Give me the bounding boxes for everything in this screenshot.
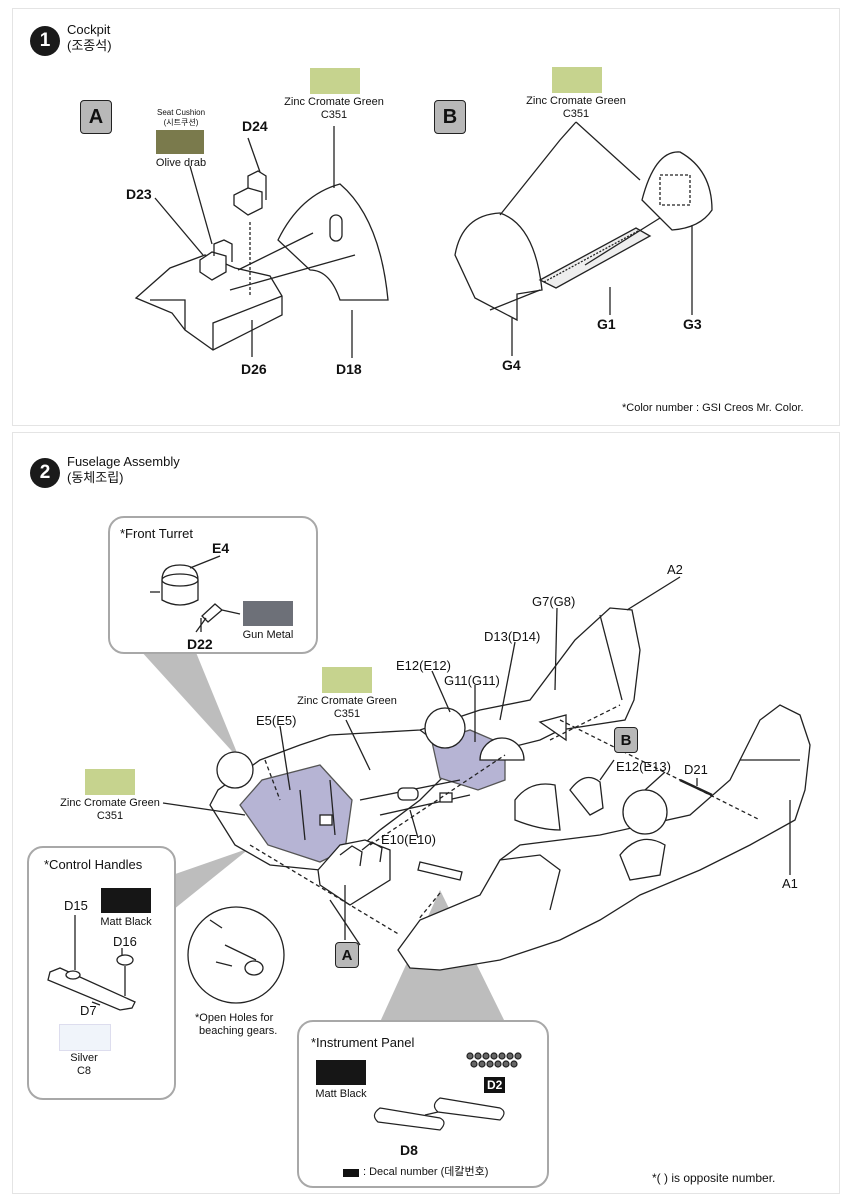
decal-number-key-swatch bbox=[343, 1169, 359, 1177]
zinc-label-b-name: Zinc Cromate Green bbox=[526, 95, 626, 107]
part-g4: G4 bbox=[502, 357, 521, 373]
zinc-label-2a: Zinc Cromate Green C351 bbox=[297, 695, 397, 721]
seat-cushion-label: Seat Cushion (시트쿠션) bbox=[157, 108, 205, 128]
subassembly-tag-b: B bbox=[434, 100, 466, 134]
step1-number: 1 bbox=[30, 26, 60, 56]
part-a1: A1 bbox=[782, 876, 798, 891]
seat-cushion-label-kr: (시트쿠션) bbox=[163, 118, 199, 127]
seat-d23 bbox=[199, 251, 227, 281]
silver-label-code: C8 bbox=[76, 1065, 92, 1077]
instrument-decal-preview bbox=[466, 1052, 522, 1068]
part-d26: D26 bbox=[241, 361, 267, 377]
step2-title: Fuselage Assembly (동체조립) bbox=[67, 454, 180, 486]
control-handles-title: *Control Handles bbox=[44, 857, 143, 872]
step1-title-kr: (조종석) bbox=[67, 38, 112, 53]
zinc-swatch-a bbox=[310, 68, 360, 94]
gun-metal-swatch bbox=[243, 601, 293, 626]
zinc-label-b: Zinc Cromate Green C351 bbox=[526, 95, 626, 121]
beaching-gear-detail-circle bbox=[187, 906, 285, 1004]
cockpit-interior-tint bbox=[239, 764, 353, 863]
open-holes-note-line1: *Open Holes for bbox=[195, 1012, 274, 1024]
zinc-swatch-b bbox=[552, 67, 602, 93]
silver-label-name: Silver bbox=[70, 1052, 98, 1064]
subassembly-tag-a: A bbox=[80, 100, 112, 134]
silver-label: Silver C8 bbox=[70, 1052, 98, 1078]
step1-title-en: Cockpit bbox=[67, 22, 111, 37]
decal-number-note: : Decal number (데칼번호) bbox=[363, 1166, 489, 1178]
zinc-swatch-2b bbox=[85, 769, 135, 795]
part-e5: E5(E5) bbox=[256, 713, 297, 728]
control-handles-callout-wedge bbox=[158, 848, 250, 922]
front-turret-inset bbox=[108, 516, 318, 654]
matt-black-swatch-panel bbox=[316, 1060, 366, 1085]
part-d8: D8 bbox=[400, 1142, 418, 1158]
step2-number: 2 bbox=[30, 458, 60, 488]
part-e10: E10(E10) bbox=[381, 832, 436, 847]
open-holes-note-line2: beaching gears. bbox=[199, 1025, 278, 1037]
part-d13: D13(D14) bbox=[484, 629, 541, 644]
part-g7: G7(G8) bbox=[532, 594, 576, 609]
zinc-label-2b-name: Zinc Cromate Green bbox=[60, 797, 160, 809]
part-g1: G1 bbox=[597, 316, 616, 332]
zinc-label-a-name: Zinc Cromate Green bbox=[284, 96, 384, 108]
instrument-panel-title: *Instrument Panel bbox=[311, 1035, 415, 1050]
part-d7: D7 bbox=[80, 1003, 97, 1018]
fuselage-tag-a: A bbox=[335, 942, 359, 968]
part-d18: D18 bbox=[336, 361, 362, 377]
zinc-swatch-2a bbox=[322, 667, 372, 693]
part-d15: D15 bbox=[64, 898, 88, 913]
part-e4: E4 bbox=[212, 540, 230, 556]
part-d21: D21 bbox=[684, 762, 708, 777]
olive-drab-swatch bbox=[156, 130, 204, 154]
olive-drab-label: Olive drab bbox=[155, 157, 207, 169]
part-g3: G3 bbox=[683, 316, 702, 332]
part-d23: D23 bbox=[126, 186, 152, 202]
zinc-label-2b: Zinc Cromate Green C351 bbox=[60, 797, 160, 823]
silver-swatch bbox=[59, 1024, 111, 1051]
matt-black-label-panel: Matt Black bbox=[315, 1088, 367, 1100]
zinc-label-2b-code: C351 bbox=[96, 810, 124, 822]
seat-cushion-label-en: Seat Cushion bbox=[156, 108, 206, 117]
step1-title: Cockpit (조종석) bbox=[67, 22, 112, 54]
part-e12b: E12(E13) bbox=[616, 759, 671, 774]
part-d16: D16 bbox=[113, 934, 137, 949]
front-turret-callout-wedge bbox=[140, 650, 240, 760]
matt-black-label-handles: Matt Black bbox=[100, 916, 152, 928]
gun-metal-label: Gun Metal bbox=[242, 629, 294, 641]
decal-d2: D2 bbox=[484, 1077, 506, 1093]
part-g11: G11(G11) bbox=[444, 673, 500, 688]
zinc-label-a: Zinc Cromate Green C351 bbox=[284, 96, 384, 122]
color-number-note: *Color number : GSI Creos Mr. Color. bbox=[622, 402, 804, 414]
zinc-label-2a-code: C351 bbox=[333, 708, 361, 720]
front-turret-title: *Front Turret bbox=[120, 526, 193, 541]
opposite-number-note: *( ) is opposite number. bbox=[652, 1171, 776, 1185]
instrument-panel-inset bbox=[297, 1020, 549, 1188]
open-holes-note: *Open Holes for beaching gears. bbox=[195, 1012, 277, 1038]
fuselage-tag-b: B bbox=[614, 727, 638, 753]
zinc-label-2a-name: Zinc Cromate Green bbox=[297, 695, 397, 707]
part-e12a: E12(E12) bbox=[396, 658, 451, 673]
part-d22: D22 bbox=[187, 636, 213, 652]
step1-cockpit-diagram bbox=[134, 121, 713, 358]
bulkhead-g3 bbox=[641, 151, 713, 231]
step2-title-kr: (동체조립) bbox=[67, 470, 124, 485]
bulkhead-d18 bbox=[277, 183, 389, 301]
zinc-label-a-code: C351 bbox=[320, 109, 348, 121]
bulkhead-g4 bbox=[454, 212, 543, 322]
fuselage-half-a1 bbox=[397, 704, 811, 971]
part-d24: D24 bbox=[242, 118, 268, 134]
part-a2: A2 bbox=[667, 562, 683, 577]
matt-black-swatch-handles bbox=[101, 888, 151, 913]
step2-title-en: Fuselage Assembly bbox=[67, 454, 180, 469]
seat-d24 bbox=[233, 187, 263, 216]
zinc-label-b-code: C351 bbox=[562, 108, 590, 120]
